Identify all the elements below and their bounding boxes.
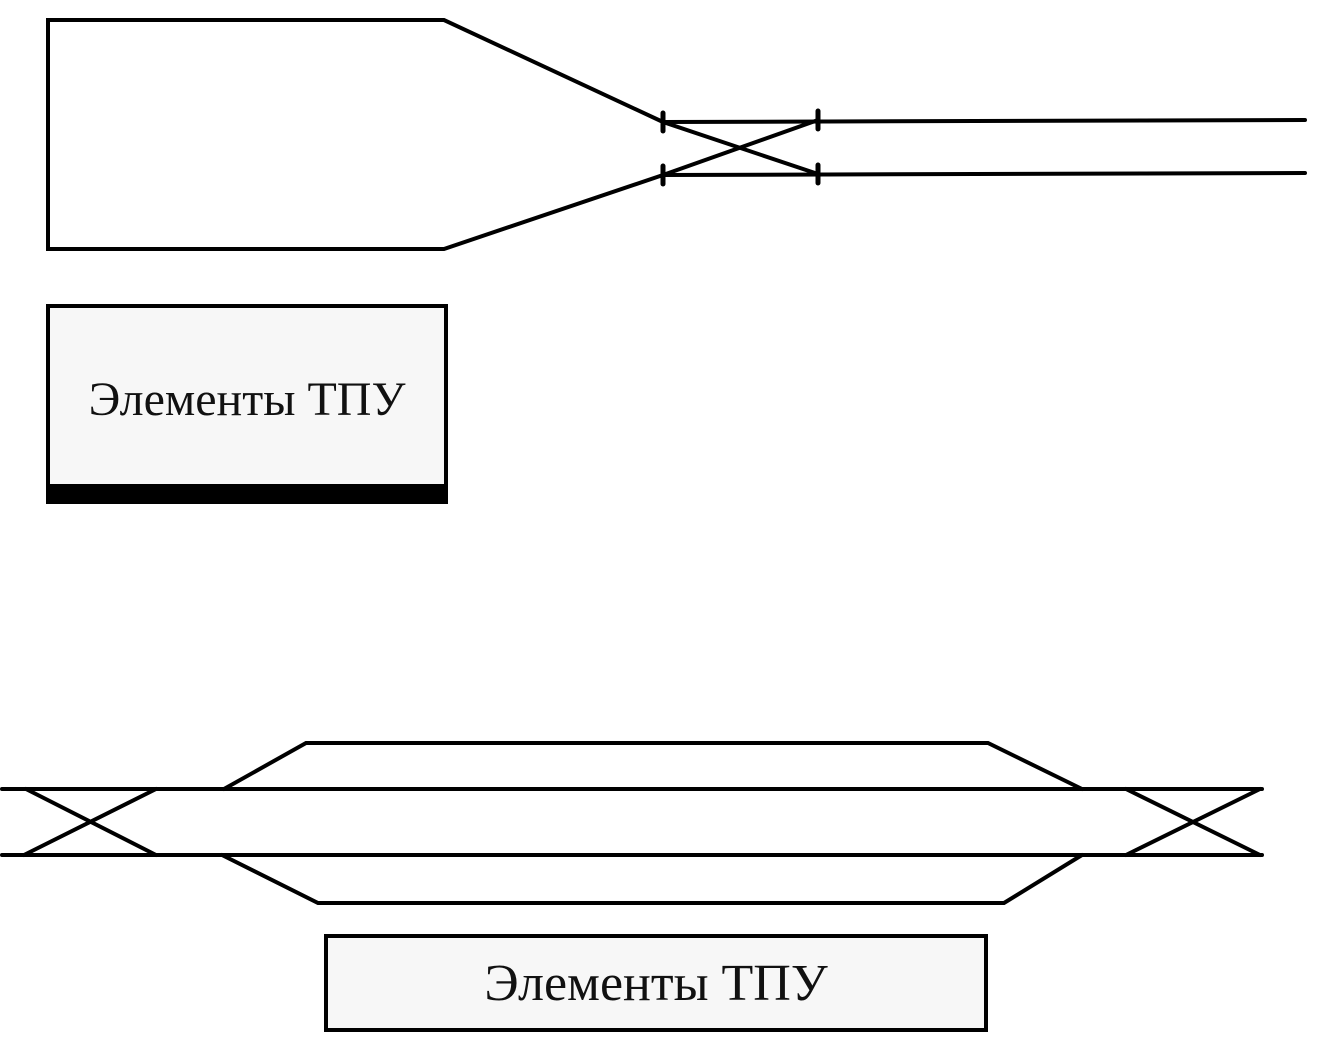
- terminal-station-schematic: [46, 18, 1307, 251]
- bottom-elements-label: Элементы ТПУ: [484, 954, 828, 1012]
- left-crossover-b: [22, 787, 158, 857]
- bottom-elements-label-box: Элементы ТПУ: [324, 934, 988, 1032]
- lower-siding: [220, 853, 1084, 905]
- top-elements-label: Элементы ТПУ: [88, 372, 406, 426]
- top-elements-label-box: Элементы ТПУ: [46, 304, 448, 504]
- lower-running-track: [661, 171, 1307, 177]
- upper-running-track: [661, 118, 1307, 124]
- through-station-schematic: [0, 741, 1264, 905]
- upper-siding: [222, 741, 1084, 791]
- crossover-line-b: [661, 118, 820, 177]
- terminal-station-outline: [46, 18, 665, 251]
- right-crossover-b: [1124, 787, 1262, 857]
